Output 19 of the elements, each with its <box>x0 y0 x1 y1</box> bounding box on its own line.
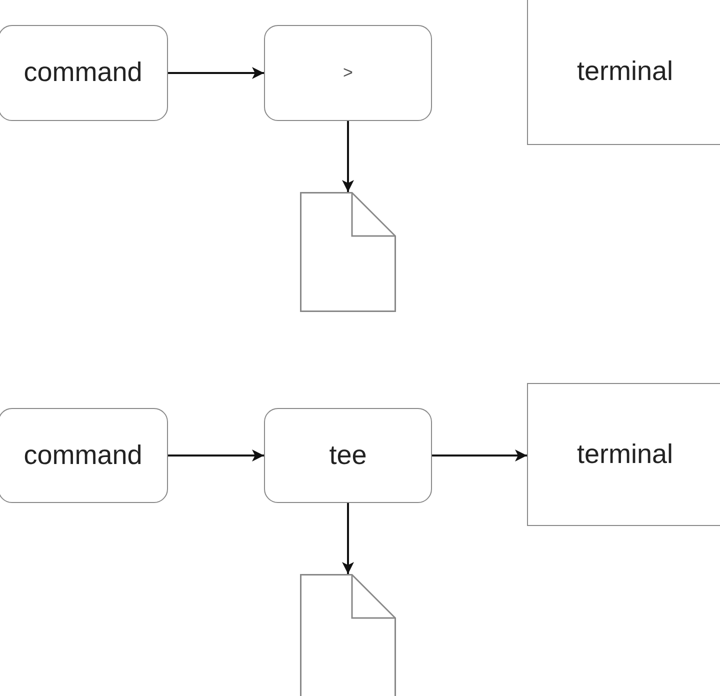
output-box <box>527 383 720 526</box>
arrow <box>342 503 354 574</box>
node-label: > <box>343 62 353 84</box>
node-label: tee <box>329 438 367 472</box>
node-label: command <box>24 438 142 472</box>
process-box <box>264 25 432 121</box>
arrow <box>168 450 264 462</box>
output-box <box>527 0 720 145</box>
arrow <box>342 121 354 192</box>
arrow <box>168 67 264 79</box>
node-label: terminal <box>576 438 674 471</box>
node-label: terminal <box>576 55 674 88</box>
arrow <box>432 450 527 462</box>
process-box <box>264 408 432 503</box>
node-label: command <box>24 56 142 90</box>
process-box <box>0 408 168 503</box>
process-box <box>0 25 168 121</box>
document-shape <box>300 192 396 312</box>
document-shape <box>300 574 396 696</box>
